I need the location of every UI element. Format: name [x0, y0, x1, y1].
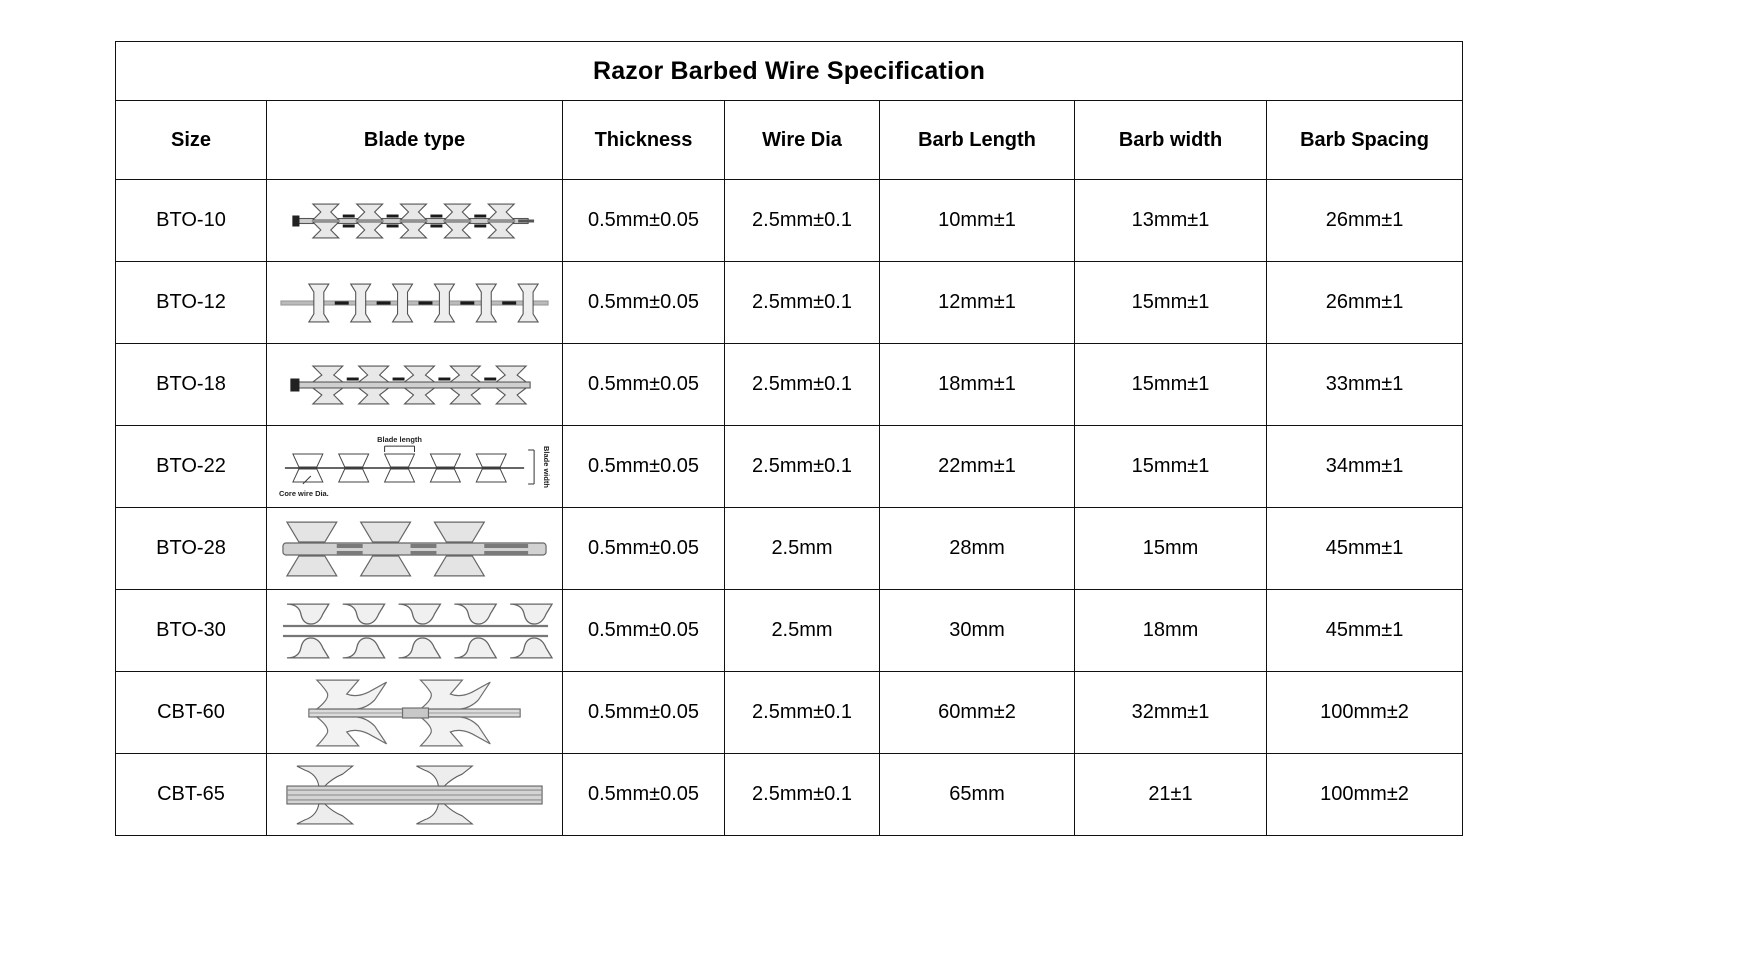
cell-barb-length: 10mm±1 — [879, 179, 1075, 262]
blade-profile-bto10-icon — [267, 182, 562, 260]
cell-barb-spacing: 100mm±2 — [1265, 671, 1464, 754]
cell-barb-length: 30mm — [879, 589, 1075, 672]
cell-wire-dia: 2.5mm — [724, 507, 880, 590]
cell-wire-dia: 2.5mm±0.1 — [724, 179, 880, 262]
blade-profile-bto22-annotated-icon: Blade length Blade width Core wire Dia. — [267, 428, 562, 506]
cell-blade-type — [266, 671, 563, 754]
blade-profile-bto18-icon — [267, 346, 562, 424]
table-row: CBT-65 — [115, 753, 1464, 836]
cell-size: BTO-12 — [115, 261, 267, 344]
table-row: BTO-22 — [115, 425, 1464, 508]
page-title: Razor Barbed Wire Specification — [114, 41, 1464, 101]
cell-blade-type — [266, 507, 563, 590]
cell-barb-length: 12mm±1 — [879, 261, 1075, 344]
cell-barb-width: 18mm — [1074, 589, 1267, 672]
blade-profile-cbt60-icon — [267, 674, 562, 752]
cell-barb-spacing: 34mm±1 — [1265, 425, 1464, 508]
cell-thickness: 0.5mm±0.05 — [562, 261, 725, 344]
annotation-blade-length-text: Blade length — [377, 435, 422, 444]
table-row: BTO-30 — [115, 589, 1464, 672]
cell-barb-length: 22mm±1 — [879, 425, 1075, 508]
cell-blade-type — [266, 753, 563, 836]
blade-profile-bto12-icon — [267, 264, 562, 342]
table-title-row: Razor Barbed Wire Specification — [114, 41, 1464, 101]
cell-thickness: 0.5mm±0.05 — [562, 425, 725, 508]
cell-barb-width: 15mm±1 — [1074, 425, 1267, 508]
annotation-core-wire-dia-text: Core wire Dia. — [279, 488, 329, 497]
column-header-blade-type: Blade type — [266, 100, 563, 180]
cell-thickness: 0.5mm±0.05 — [562, 753, 725, 836]
cell-wire-dia: 2.5mm±0.1 — [724, 425, 880, 508]
razor-barbed-wire-spec-table: Razor Barbed Wire Specification Size Bla… — [114, 41, 1464, 836]
cell-barb-spacing: 26mm±1 — [1265, 179, 1464, 262]
cell-size: BTO-30 — [115, 589, 267, 672]
cell-barb-spacing: 100mm±2 — [1265, 753, 1464, 836]
column-header-barb-length: Barb Length — [879, 100, 1075, 180]
column-header-wire-dia: Wire Dia — [724, 100, 880, 180]
cell-size: CBT-65 — [115, 753, 267, 836]
table-row: BTO-28 — [115, 507, 1464, 590]
column-header-barb-width: Barb width — [1074, 100, 1267, 180]
cell-barb-width: 21±1 — [1074, 753, 1267, 836]
cell-barb-length: 18mm±1 — [879, 343, 1075, 426]
cell-barb-width: 13mm±1 — [1074, 179, 1267, 262]
cell-blade-type — [266, 179, 563, 262]
cell-barb-spacing: 45mm±1 — [1265, 589, 1464, 672]
cell-thickness: 0.5mm±0.05 — [562, 507, 725, 590]
cell-size: BTO-18 — [115, 343, 267, 426]
blade-profile-cbt65-icon — [267, 756, 562, 834]
table-row: BTO-10 — [115, 179, 1464, 262]
table-row: CBT-60 — [115, 671, 1464, 754]
cell-wire-dia: 2.5mm±0.1 — [724, 671, 880, 754]
column-header-size: Size — [115, 100, 267, 180]
cell-barb-length: 28mm — [879, 507, 1075, 590]
annotation-blade-width-text: Blade width — [542, 446, 551, 488]
cell-barb-width: 32mm±1 — [1074, 671, 1267, 754]
cell-thickness: 0.5mm±0.05 — [562, 343, 725, 426]
blade-profile-bto28-icon — [267, 510, 562, 588]
cell-wire-dia: 2.5mm±0.1 — [724, 261, 880, 344]
cell-wire-dia: 2.5mm±0.1 — [724, 343, 880, 426]
cell-size: CBT-60 — [115, 671, 267, 754]
cell-barb-spacing: 45mm±1 — [1265, 507, 1464, 590]
table-header-row: Size Blade type Thickness Wire Dia Barb … — [115, 100, 1464, 180]
table-row: BTO-18 — [115, 343, 1464, 426]
cell-size: BTO-22 — [115, 425, 267, 508]
column-header-barb-spacing: Barb Spacing — [1265, 100, 1464, 180]
cell-thickness: 0.5mm±0.05 — [562, 671, 725, 754]
cell-wire-dia: 2.5mm±0.1 — [724, 753, 880, 836]
cell-barb-length: 65mm — [879, 753, 1075, 836]
blade-profile-bto30-icon — [267, 592, 562, 670]
cell-blade-type — [266, 343, 563, 426]
cell-thickness: 0.5mm±0.05 — [562, 589, 725, 672]
cell-barb-width: 15mm±1 — [1074, 343, 1267, 426]
column-header-thickness: Thickness — [562, 100, 725, 180]
cell-barb-length: 60mm±2 — [879, 671, 1075, 754]
cell-wire-dia: 2.5mm — [724, 589, 880, 672]
cell-size: BTO-10 — [115, 179, 267, 262]
cell-blade-type: Blade length Blade width Core wire Dia. — [266, 425, 563, 508]
table-row: BTO-12 — [115, 261, 1464, 344]
cell-size: BTO-28 — [115, 507, 267, 590]
cell-barb-width: 15mm — [1074, 507, 1267, 590]
cell-blade-type — [266, 589, 563, 672]
cell-barb-width: 15mm±1 — [1074, 261, 1267, 344]
cell-blade-type — [266, 261, 563, 344]
cell-thickness: 0.5mm±0.05 — [562, 179, 725, 262]
cell-barb-spacing: 26mm±1 — [1265, 261, 1464, 344]
cell-barb-spacing: 33mm±1 — [1265, 343, 1464, 426]
